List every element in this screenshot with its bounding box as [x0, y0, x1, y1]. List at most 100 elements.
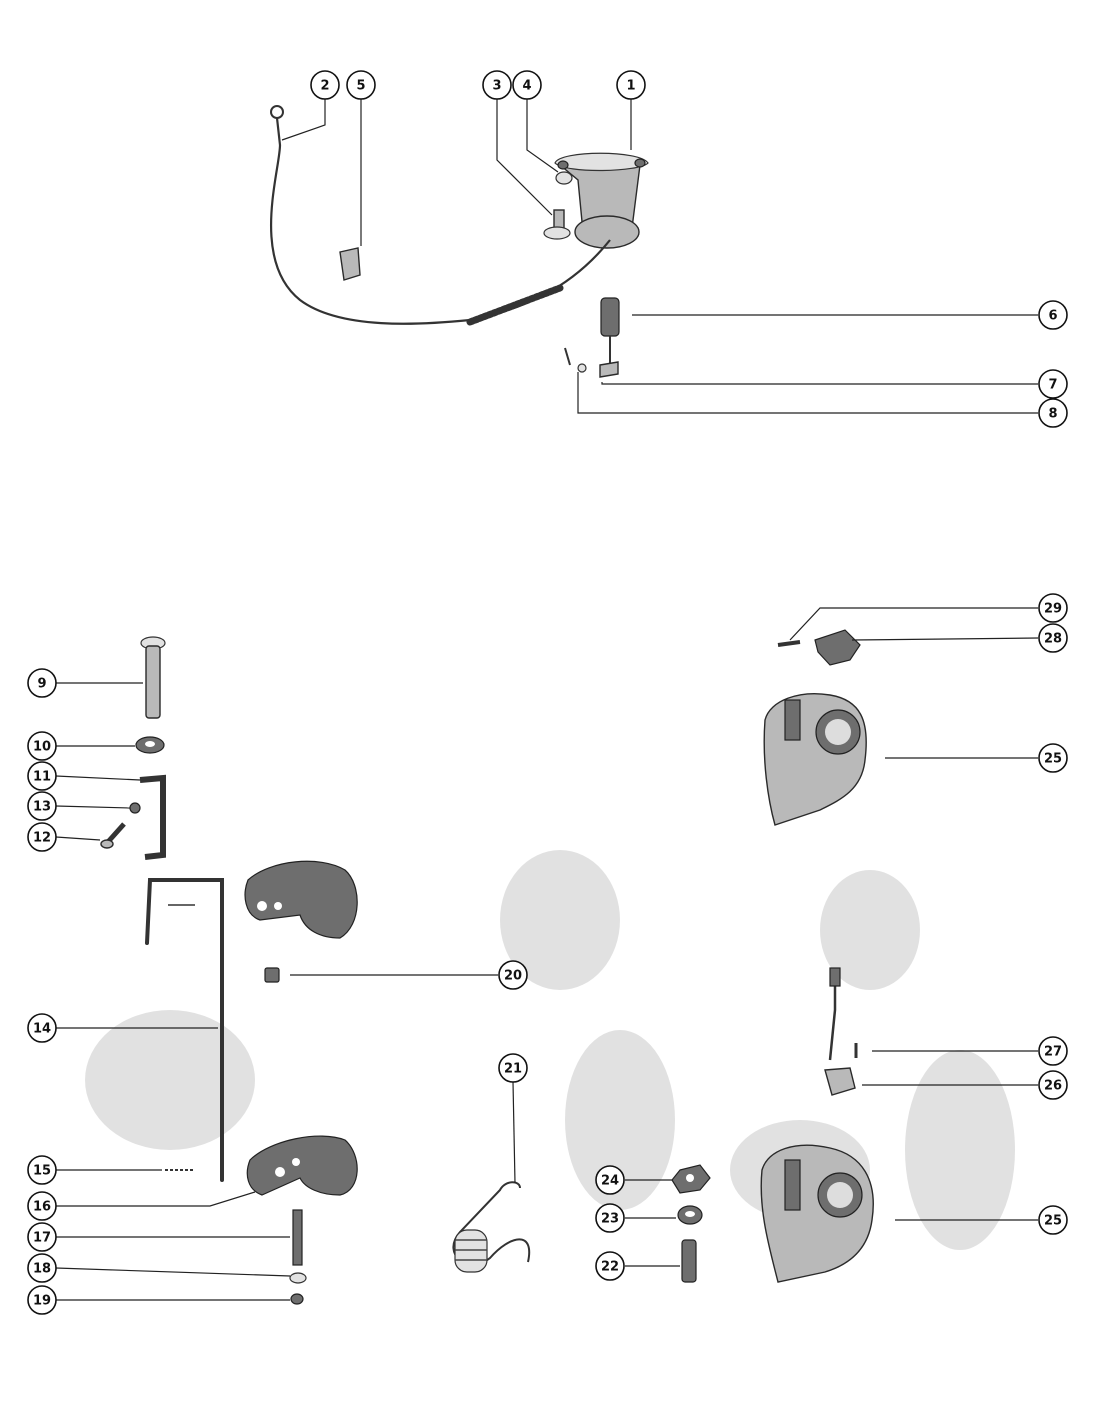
callout-circle [1038, 1036, 1068, 1066]
callout-20: 20 [498, 960, 528, 990]
callout-number: 6 [1048, 309, 1057, 324]
plunger-link-icon [599, 297, 620, 378]
callout-circle [27, 1285, 57, 1315]
nut-upper-icon [264, 967, 280, 983]
callout-12: 12 [27, 822, 57, 852]
throttle-rod-icon [145, 878, 224, 1182]
callout-23: 23 [595, 1203, 625, 1233]
screw-icon [543, 209, 571, 240]
callout-13: 13 [27, 791, 57, 821]
throttle-cam-icon [244, 860, 358, 939]
carburetor-body-lower-icon [760, 1144, 874, 1283]
callout-2: 2 [310, 70, 340, 100]
ground-wire-icon [270, 105, 611, 326]
callout-4: 4 [512, 70, 542, 100]
callout-number: 19 [33, 1294, 51, 1309]
pivot-screw-icon [140, 636, 166, 719]
callout-circle [1038, 623, 1068, 653]
callout-number: 15 [33, 1164, 51, 1179]
callout-19: 19 [27, 1285, 57, 1315]
choke-link-icon [824, 967, 856, 1096]
callout-number: 17 [33, 1231, 51, 1246]
callout-circle [27, 731, 57, 761]
callout-number: 9 [37, 677, 46, 692]
callout-circle [1038, 369, 1068, 399]
callout-5: 5 [346, 70, 376, 100]
nut-small-icon [129, 802, 141, 814]
callout-number: 29 [1044, 602, 1062, 617]
callout-number: 22 [601, 1260, 619, 1275]
callout-16: 16 [27, 1191, 57, 1221]
callout-circle [1038, 300, 1068, 330]
background-texture [85, 850, 1015, 1250]
callout-number: 14 [33, 1022, 51, 1037]
callout-circle [346, 70, 376, 100]
callout-15: 15 [27, 1155, 57, 1185]
cotter-pin-icon [564, 347, 587, 373]
callout-number: 27 [1044, 1045, 1062, 1060]
callout-circle [27, 761, 57, 791]
callout-circle [27, 1222, 57, 1252]
stud-lower-icon [681, 1239, 697, 1283]
callout-26: 26 [1038, 1070, 1068, 1100]
callout-number: 28 [1044, 632, 1062, 647]
callout-21: 21 [498, 1053, 528, 1083]
callout-17: 17 [27, 1222, 57, 1252]
callout-1: 1 [616, 70, 646, 100]
clip-icon [339, 247, 361, 281]
callout-number: 8 [1048, 407, 1057, 422]
callout-circle [595, 1165, 625, 1195]
callout-25: 25 [1038, 743, 1068, 773]
callout-number: 24 [601, 1174, 619, 1189]
callout-7: 7 [1038, 369, 1068, 399]
callout-27: 27 [1038, 1036, 1068, 1066]
callout-circle [27, 1191, 57, 1221]
callout-number: 3 [492, 79, 501, 94]
callout-number: 25 [1044, 752, 1062, 767]
screw-small-icon [100, 822, 126, 849]
callout-circle [27, 668, 57, 698]
carburetor-body-icon [763, 693, 867, 826]
callout-number: 20 [504, 969, 522, 984]
callout-circle [1038, 398, 1068, 428]
callout-6: 6 [1038, 300, 1068, 330]
callout-number: 2 [320, 79, 329, 94]
nut-icon [671, 1164, 711, 1194]
callout-number: 21 [504, 1062, 522, 1077]
callout-25-lower: 25 [1038, 1205, 1068, 1235]
callout-circle [512, 70, 542, 100]
spring-icon [452, 1181, 531, 1273]
callout-circle [310, 70, 340, 100]
bracket-icon [139, 774, 166, 860]
callout-8: 8 [1038, 398, 1068, 428]
callout-number: 18 [33, 1262, 51, 1277]
callout-number: 1 [626, 79, 635, 94]
leader-lines [55, 97, 1039, 1301]
callout-number: 16 [33, 1200, 51, 1215]
callout-number: 13 [33, 800, 51, 815]
callout-29: 29 [1038, 593, 1068, 623]
callout-18: 18 [27, 1253, 57, 1283]
washer-small-icon [289, 1272, 307, 1305]
callout-3: 3 [482, 70, 512, 100]
callout-circle [498, 1053, 528, 1083]
callout-circle [595, 1203, 625, 1233]
throttle-cam-lower-icon [246, 1135, 358, 1196]
callout-circle [1038, 1070, 1068, 1100]
bushing-icon [135, 736, 165, 754]
callout-number: 12 [33, 831, 51, 846]
callout-circle [27, 822, 57, 852]
callout-28: 28 [1038, 623, 1068, 653]
callout-9: 9 [27, 668, 57, 698]
callout-11: 11 [27, 761, 57, 791]
callout-circle [27, 1013, 57, 1043]
callout-circle [27, 791, 57, 821]
callout-number: 7 [1048, 378, 1057, 393]
callout-22: 22 [595, 1251, 625, 1281]
callout-circle [498, 960, 528, 990]
callout-circle [27, 1155, 57, 1185]
callout-24: 24 [595, 1165, 625, 1195]
callout-circle [482, 70, 512, 100]
